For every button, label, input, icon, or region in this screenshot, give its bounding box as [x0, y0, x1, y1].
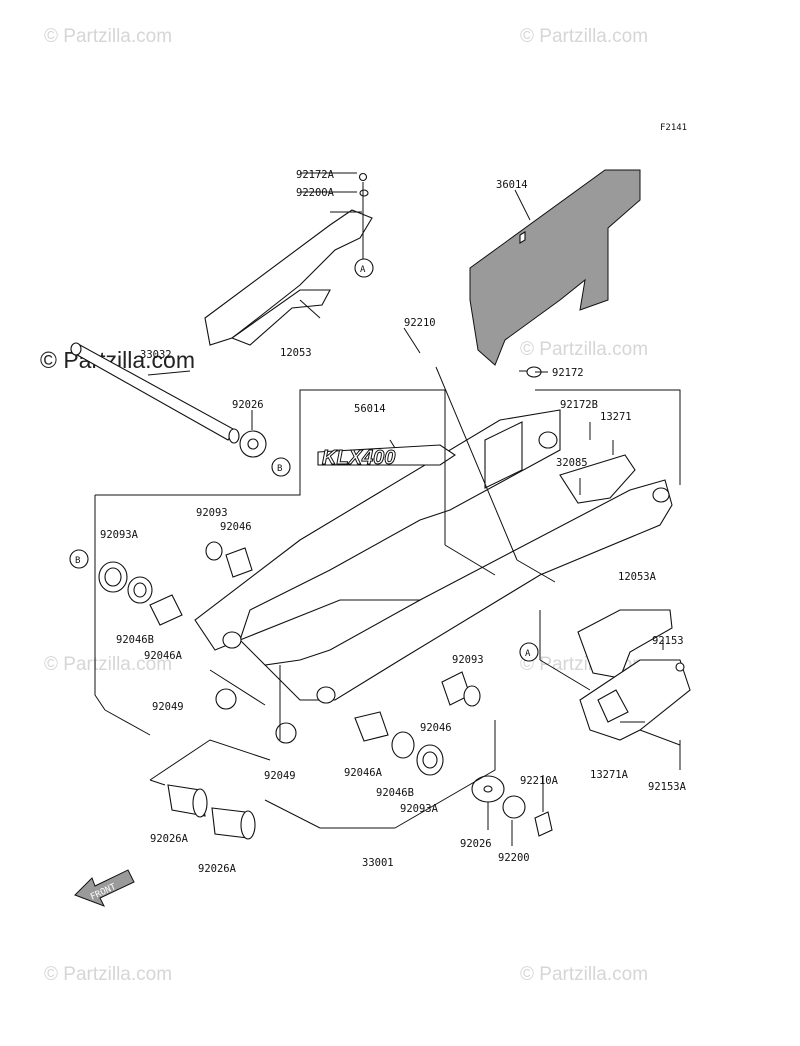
label-92046A-mid: 92046A — [344, 767, 383, 779]
label-92046B-mid: 92046B — [376, 787, 414, 799]
callout-a-top-text: A — [360, 265, 366, 275]
watermark-bottom-left: © Partzilla.com — [44, 964, 172, 985]
right-bearing-stack — [354, 671, 553, 837]
callout-b-top-text: B — [277, 464, 282, 474]
front-arrow: FRONT — [74, 869, 135, 907]
callout-a-top: A — [354, 258, 374, 278]
watermarks: © Partzilla.com © Partzilla.com © Partzi… — [40, 26, 648, 985]
label-92026-top: 92026 — [232, 399, 264, 411]
label-92200: 92200 — [498, 852, 530, 864]
label-92172B: 92172B — [560, 399, 598, 411]
label-33032: 33032 — [140, 349, 172, 361]
callout-b-top: B — [271, 457, 291, 477]
pivot-shaft — [70, 342, 267, 458]
label-92026-bottom: 92026 — [460, 838, 492, 850]
leader-lines — [94, 172, 681, 846]
figure-code: F2141 — [660, 123, 687, 133]
label-92172A: 92172A — [296, 169, 335, 181]
label-92210: 92210 — [404, 317, 436, 329]
chain-guide — [577, 609, 691, 746]
klx-decal-text: KLX400 — [322, 447, 395, 469]
callout-a-right: A — [519, 642, 539, 662]
klx-decal: KLX400 — [317, 444, 456, 470]
callout-b-left-text: B — [75, 556, 80, 566]
label-92046-mid: 92046 — [420, 722, 452, 734]
label-92093-mid: 92093 — [452, 654, 484, 666]
label-92049-left: 92049 — [152, 701, 184, 713]
label-92093A-mid: 92093A — [400, 803, 439, 815]
label-92153A: 92153A — [648, 781, 687, 793]
label-12053A: 12053A — [618, 571, 657, 583]
label-12053: 12053 — [280, 347, 312, 359]
label-92210A: 92210A — [520, 775, 559, 787]
label-92172: 92172 — [552, 367, 584, 379]
label-36014: 36014 — [496, 179, 528, 191]
label-92049-mid: 92049 — [264, 770, 296, 782]
watermark-top-right: © Partzilla.com — [520, 26, 648, 47]
label-92046A-left: 92046A — [144, 650, 183, 662]
callout-b-left: B — [69, 549, 89, 569]
watermark-mid-right: © Partzilla.com — [520, 339, 648, 360]
label-92093-top: 92093 — [196, 507, 228, 519]
watermark-lower-left: © Partzilla.com — [44, 654, 172, 675]
spacer-tubes — [167, 784, 256, 840]
label-13271A: 13271A — [590, 769, 629, 781]
label-92046-top: 92046 — [220, 521, 252, 533]
left-bearing-stack — [98, 541, 297, 744]
label-56014: 56014 — [354, 403, 386, 415]
part-labels: 92172A 92200A 12053 36014 92210 92172 33… — [100, 169, 687, 875]
label-92200A: 92200A — [296, 187, 335, 199]
label-92046B-left: 92046B — [116, 634, 154, 646]
label-92153: 92153 — [652, 635, 684, 647]
label-92026A-1: 92026A — [150, 833, 189, 845]
label-32085: 32085 — [556, 457, 588, 469]
chain-slider — [204, 172, 373, 346]
label-13271: 13271 — [600, 411, 632, 423]
label-33001: 33001 — [362, 857, 394, 869]
chain-guard — [469, 169, 641, 378]
watermark-bottom-right: © Partzilla.com — [520, 964, 648, 985]
label-92093A-left: 92093A — [100, 529, 139, 541]
callout-a-right-text: A — [525, 649, 531, 659]
label-92026A-2: 92026A — [198, 863, 237, 875]
watermark-top-left: © Partzilla.com — [44, 26, 172, 47]
swingarm-body — [194, 409, 673, 704]
